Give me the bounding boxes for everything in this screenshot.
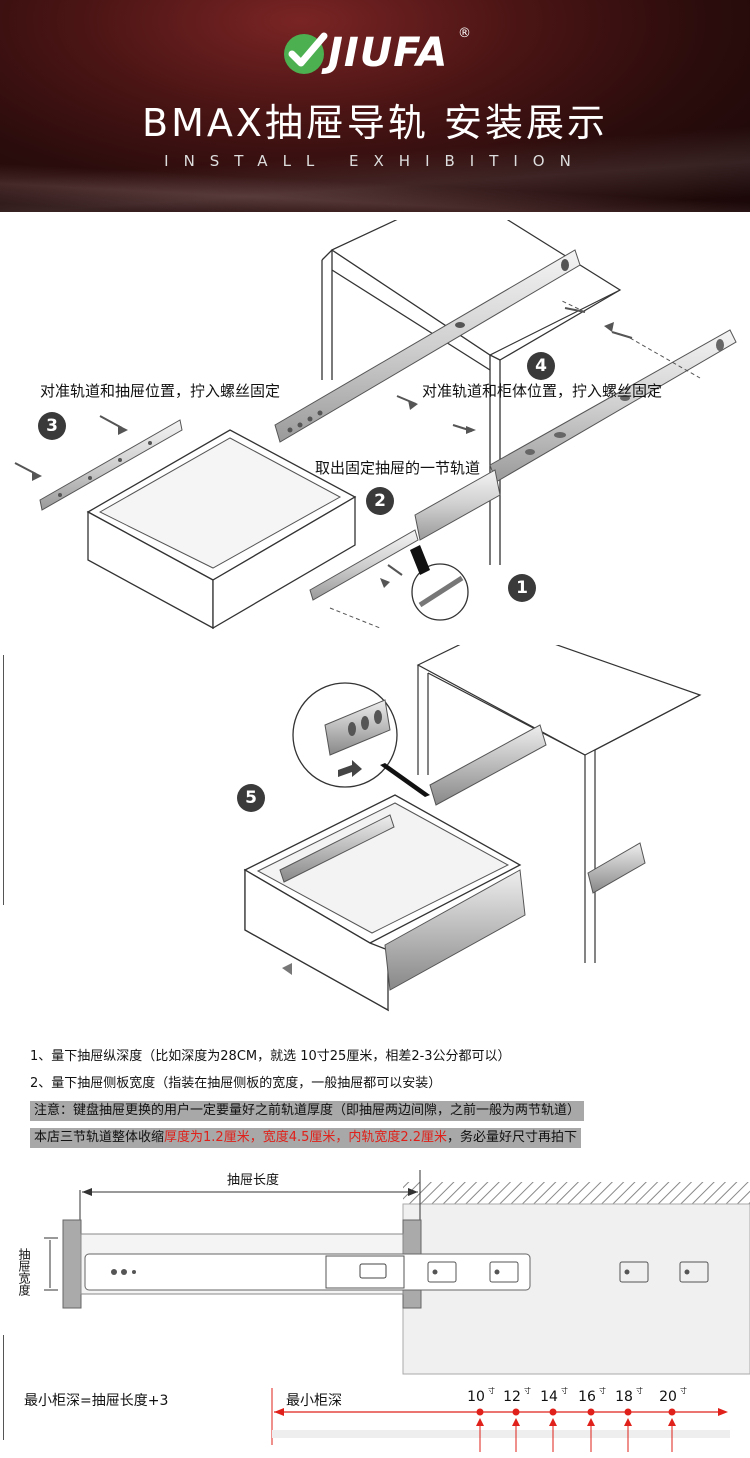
install-diagram-steps-1-4: [14, 220, 737, 630]
size-dot: [549, 1408, 557, 1416]
step-5-badge: 5: [237, 784, 265, 812]
page-title: BMAX抽屉导轨 安装展示: [142, 101, 608, 145]
note-line-4-c: ，务必量好尺寸再拍下: [447, 1130, 578, 1145]
note-line-3-wrap: 注意：键盘抽屉更换的用户一定要量好之前轨道厚度（即抽屉两边间隙，之前一般为两节轨…: [30, 1100, 730, 1127]
size-label: 12: [503, 1389, 521, 1405]
step-3-instruction: 对准轨道和抽屉位置，拧入螺丝固定: [40, 382, 281, 400]
size-unit: 寸: [524, 1386, 531, 1395]
size-dot: [476, 1408, 484, 1416]
notes-section: 1、量下抽屉纵深度（比如深度为28CM，就选 10寸25厘米，相差2-3公分都可…: [30, 1046, 730, 1154]
size-label: 16: [578, 1389, 596, 1405]
size-unit: 寸: [599, 1386, 606, 1395]
step-2-instruction: 取出固定抽屉的一节轨道: [315, 459, 481, 477]
step-4-instruction: 对准轨道和柜体位置，拧入螺丝固定: [422, 382, 663, 400]
note-line-4-wrap: 本店三节轨道整体收缩厚度为1.2厘米，宽度4.5厘米，内轨宽度2.2厘米，务必量…: [30, 1127, 730, 1154]
step-1-badge: 1: [508, 574, 536, 602]
checkmark-logo-icon: [284, 32, 328, 74]
size-label: 20: [659, 1389, 677, 1405]
drawer-width-label: 抽屉宽度: [17, 1248, 31, 1296]
left-border-line: [3, 655, 4, 905]
registered-mark: ®: [458, 26, 471, 41]
step-3-badge: 3: [38, 412, 66, 440]
size-arrow-head: [476, 1418, 484, 1426]
page-subtitle: INSTALL EXHIBITION: [164, 152, 586, 170]
note-line-3: 注意：键盘抽屉更换的用户一定要量好之前轨道厚度（即抽屉两边间隙，之前一般为两节轨…: [30, 1101, 585, 1121]
size-arrow-head: [549, 1418, 557, 1426]
header-banner: JIUFA ® BMAX抽屉导轨 安装展示 INSTALL EXHIBITION: [0, 0, 750, 212]
note-line-4: 本店三节轨道整体收缩厚度为1.2厘米，宽度4.5厘米，内轨宽度2.2厘米，务必量…: [30, 1128, 582, 1148]
brand-logo: JIUFA ®: [280, 26, 471, 78]
size-label: 10: [467, 1389, 485, 1405]
note-line-1: 1、量下抽屉纵深度（比如深度为28CM，就选 10寸25厘米，相差2-3公分都可…: [30, 1049, 511, 1064]
size-arrow-head: [624, 1418, 632, 1426]
note-line-2: 2、量下抽屉侧板宽度（指装在抽屉侧板的宽度，一般抽屉都可以安装）: [30, 1076, 442, 1091]
step-4-badge: 4: [527, 352, 555, 380]
install-diagram-step-5: [243, 645, 702, 1012]
size-dot: [587, 1408, 595, 1416]
size-unit: 寸: [680, 1386, 687, 1395]
size-dot: [512, 1408, 520, 1416]
size-arrow-head: [512, 1418, 520, 1426]
left-border-line: [3, 1335, 4, 1440]
min-depth-label: 最小柜深: [286, 1393, 342, 1409]
min-depth-formula: 最小柜深=抽屉长度+3: [24, 1393, 168, 1409]
size-label: 18: [615, 1389, 633, 1405]
size-arrow-head: [587, 1418, 595, 1426]
size-dot: [668, 1408, 676, 1416]
size-label: 14: [540, 1389, 558, 1405]
step-2-badge: 2: [366, 487, 394, 515]
size-unit: 寸: [636, 1386, 643, 1395]
drawer-length-label: 抽屉长度: [227, 1172, 279, 1188]
size-dot: [624, 1408, 632, 1416]
size-unit: 寸: [488, 1386, 495, 1395]
note-line-4-highlight: 厚度为1.2厘米，宽度4.5厘米，内轨宽度2.2厘米: [164, 1130, 448, 1145]
brand-name: JIUFA: [328, 30, 449, 76]
size-arrow-head: [668, 1418, 676, 1426]
note-line-4-a: 本店三节轨道整体收缩: [34, 1130, 165, 1145]
size-unit: 寸: [561, 1386, 568, 1395]
